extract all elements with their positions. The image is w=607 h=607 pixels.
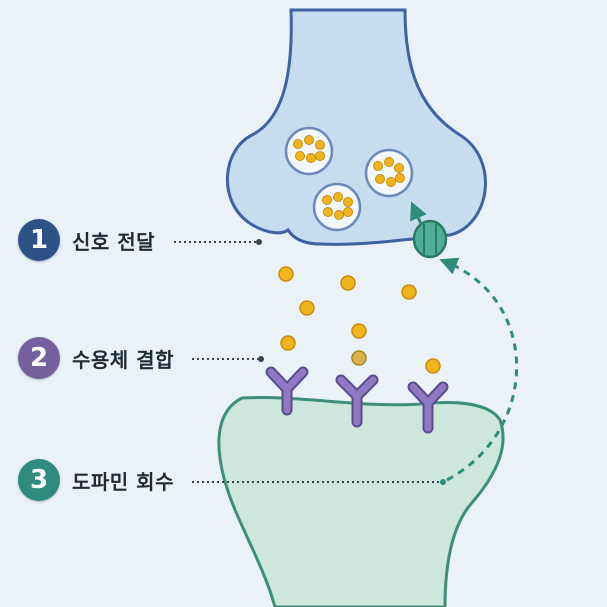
- dopamine-molecule: [351, 323, 367, 339]
- step-3: 3 도파민 회수: [18, 458, 174, 502]
- receptor-2: [335, 374, 379, 428]
- dopamine-molecule: [299, 300, 315, 316]
- presynaptic-terminal: [225, 8, 487, 246]
- step-2-label: 수용체 결합: [72, 347, 174, 372]
- dopamine-molecules: [278, 266, 441, 374]
- step-3-label: 도파민 회수: [72, 469, 174, 494]
- step-3-badge: 3: [18, 459, 60, 501]
- dopamine-molecule: [280, 335, 296, 351]
- step-2: 2 수용체 결합: [18, 336, 174, 380]
- leader-line-2: [192, 356, 264, 362]
- dopamine-molecule: [401, 284, 417, 300]
- dopamine-molecule: [351, 350, 367, 366]
- vesicle-2: [364, 148, 414, 198]
- transporter-icon: [412, 219, 448, 259]
- dopamine-molecule: [425, 358, 441, 374]
- leader-line-1: [174, 239, 262, 245]
- dopamine-molecule: [340, 275, 356, 291]
- vesicle-3: [312, 182, 362, 232]
- step-1-label: 신호 전달: [72, 229, 156, 254]
- receptor-1: [265, 366, 309, 416]
- reuptake-arrow: [439, 257, 518, 482]
- step-1-badge: 1: [18, 219, 60, 261]
- leader-line-3: [192, 479, 446, 485]
- step-2-badge: 2: [18, 337, 60, 379]
- transporter-arrow: [410, 201, 427, 225]
- dopamine-molecule: [278, 266, 294, 282]
- postsynaptic-terminal: [217, 396, 505, 607]
- receptor-3: [407, 381, 449, 434]
- vesicle-1: [284, 126, 334, 176]
- step-1: 1 신호 전달: [18, 218, 155, 262]
